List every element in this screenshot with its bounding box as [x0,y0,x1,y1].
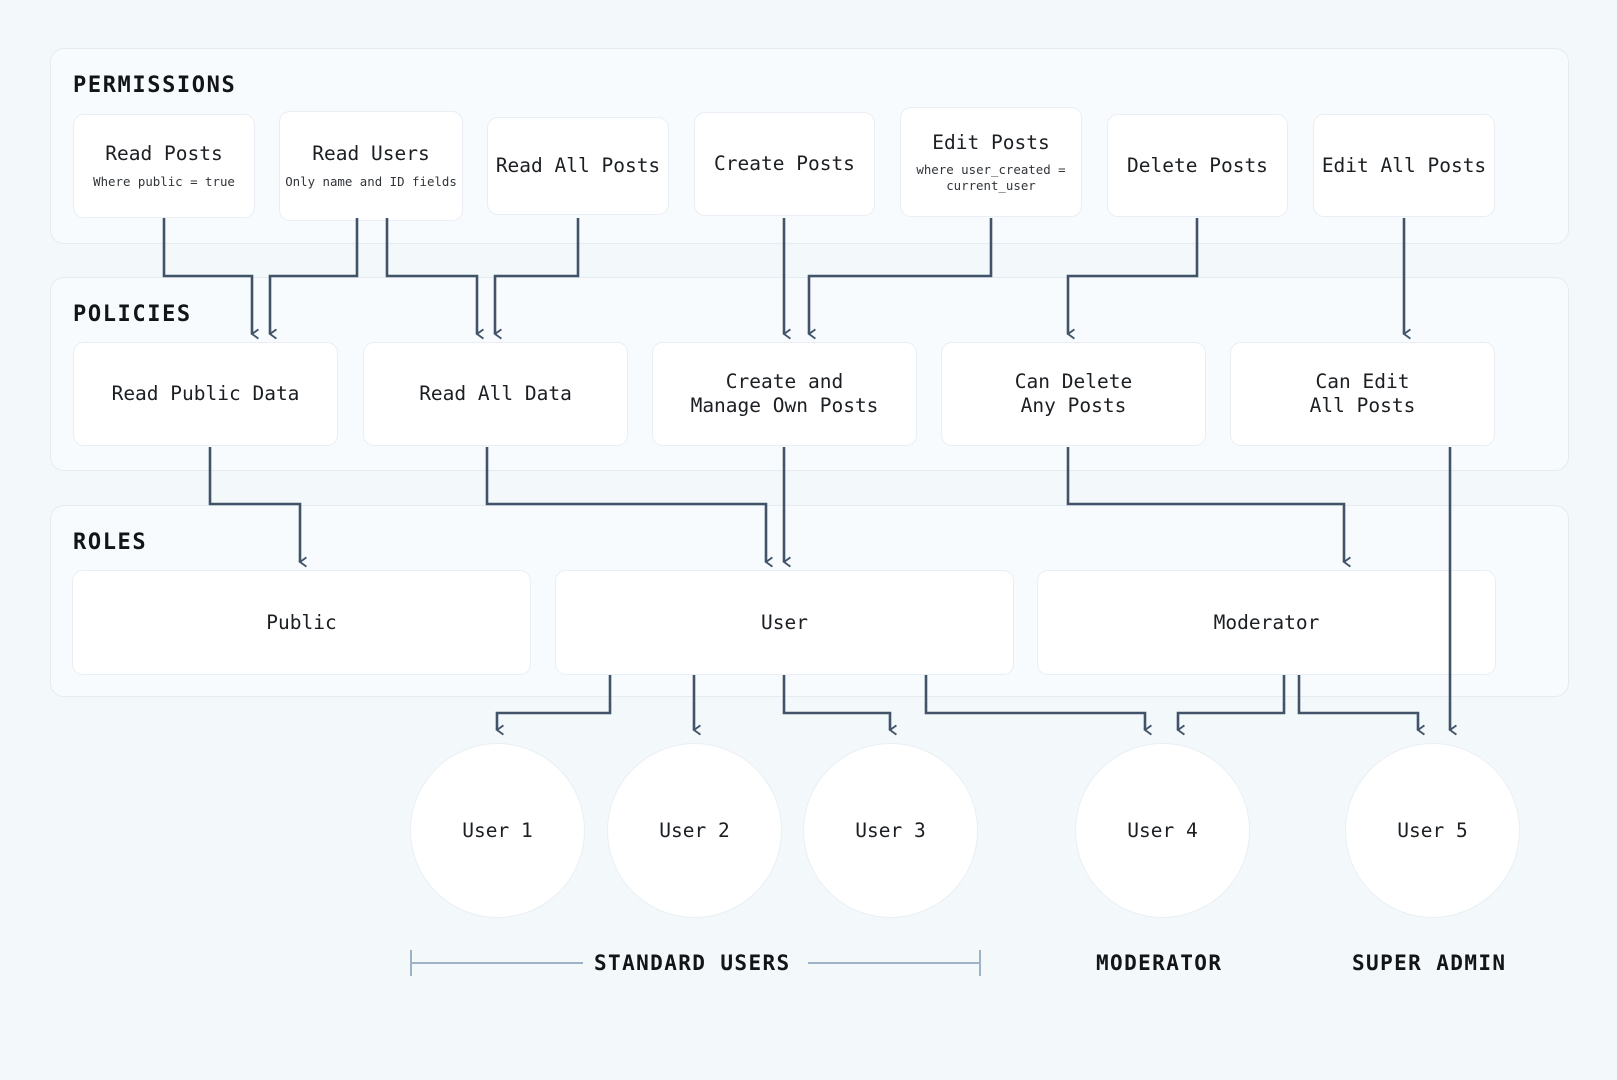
permission-title: Edit Posts [932,130,1050,154]
permission-title: Create Posts [714,152,855,176]
user-label: User 3 [855,819,926,842]
user-circle-5[interactable]: User 5 [1345,743,1520,918]
permission-card-read-all-posts[interactable]: Read All Posts [487,117,669,215]
permission-card-edit-posts[interactable]: Edit Posts where user_created = current_… [900,107,1082,217]
user-label: User 4 [1127,819,1198,842]
permission-card-read-posts[interactable]: Read Posts Where public = true [73,114,255,218]
permission-title: Edit All Posts [1321,153,1487,177]
user-circle-1[interactable]: User 1 [410,743,585,918]
group-label-standard-users: STANDARD USERS [594,951,791,975]
policy-title: Can Edit All Posts [1309,370,1416,417]
policy-card-read-public-data[interactable]: Read Public Data [73,342,338,446]
role-title: Moderator [1213,611,1320,634]
permission-title: Delete Posts [1127,153,1268,177]
group-label-moderator: MODERATOR [1096,951,1223,975]
permission-card-edit-all-posts[interactable]: Edit All Posts [1313,114,1495,217]
permission-subtitle: Where public = true [93,174,235,190]
policy-title: Create and Manage Own Posts [690,370,879,417]
policy-title: Read All Data [419,382,572,406]
user-label: User 5 [1397,819,1468,842]
policy-title: Read Public Data [111,382,300,406]
permission-title: Read All Posts [495,154,661,178]
role-box-user[interactable]: User [555,570,1014,675]
permission-subtitle: where user_created = current_user [916,162,1066,193]
user-label: User 2 [659,819,730,842]
policy-card-can-edit-all-posts[interactable]: Can Edit All Posts [1230,342,1495,446]
policy-card-create-manage-own-posts[interactable]: Create and Manage Own Posts [652,342,917,446]
policy-card-can-delete-any-posts[interactable]: Can Delete Any Posts [941,342,1206,446]
policy-title: Can Delete Any Posts [1014,370,1133,417]
user-circle-2[interactable]: User 2 [607,743,782,918]
user-circle-4[interactable]: User 4 [1075,743,1250,918]
role-title: User [761,611,808,634]
user-circle-3[interactable]: User 3 [803,743,978,918]
group-label-super-admin: SUPER ADMIN [1352,951,1507,975]
role-box-moderator[interactable]: Moderator [1037,570,1496,675]
section-title-permissions: PERMISSIONS [73,73,237,98]
section-title-roles: ROLES [73,530,148,555]
permission-subtitle: Only name and ID fields [285,174,457,190]
role-box-public[interactable]: Public [72,570,531,675]
permission-card-create-posts[interactable]: Create Posts [694,112,875,216]
user-label: User 1 [462,819,533,842]
permission-title: Read Users [312,142,430,166]
policy-card-read-all-data[interactable]: Read All Data [363,342,628,446]
permission-title: Read Posts [105,142,223,166]
role-title: Public [266,611,337,634]
section-title-policies: POLICIES [73,302,192,327]
permission-card-read-users[interactable]: Read Users Only name and ID fields [279,111,463,221]
permission-card-delete-posts[interactable]: Delete Posts [1107,114,1288,217]
